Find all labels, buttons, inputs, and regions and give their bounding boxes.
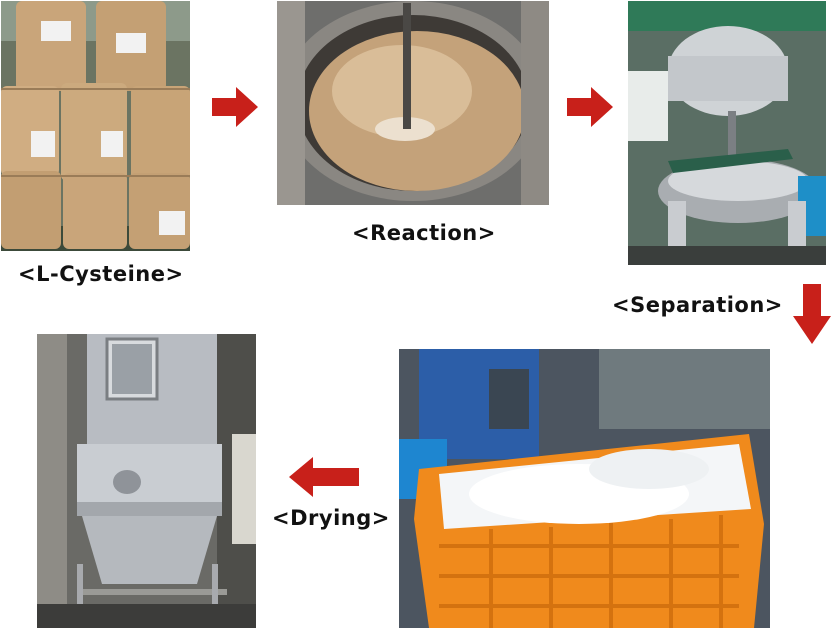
step-label-l-cysteine: <L-Cysteine> [18, 262, 184, 286]
photo-reaction-vessel [277, 1, 549, 205]
arrow-down [793, 284, 831, 344]
photo-product-crate [399, 349, 770, 628]
arrow-right-1 [212, 87, 258, 127]
photo-l-cysteine-drums [1, 1, 190, 251]
photo-separation-centrifuge [628, 1, 826, 265]
photo-fluid-bed-dryer [37, 334, 256, 628]
step-label-reaction: <Reaction> [352, 221, 496, 245]
arrow-left [289, 457, 359, 497]
arrow-right-2 [567, 87, 613, 127]
step-label-separation: <Separation> [612, 293, 783, 317]
step-label-drying: <Drying> [272, 506, 390, 530]
